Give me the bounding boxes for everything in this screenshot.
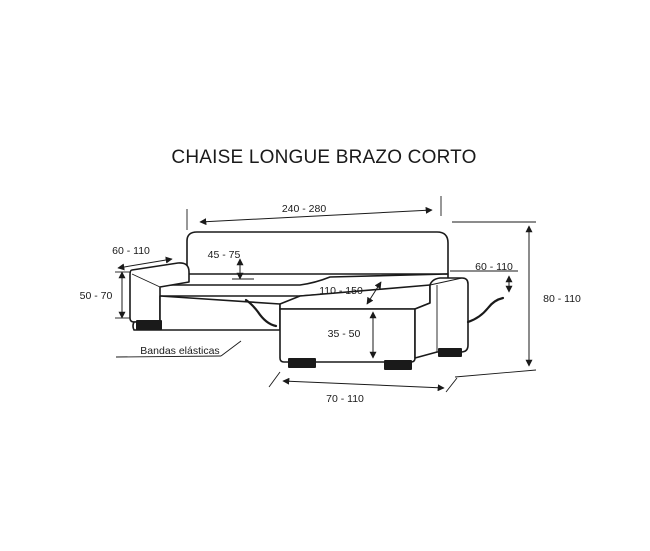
- foot-right: [438, 348, 462, 357]
- sofa-left-arm: [129, 262, 190, 323]
- label-arm-height-left: 50 - 70: [80, 290, 113, 302]
- dim-back-width: 240 - 280: [186, 196, 442, 230]
- elastic-band-left: [244, 298, 278, 328]
- sofa-front: [132, 295, 281, 331]
- dim-total-height: 80 - 110: [452, 221, 581, 378]
- dim-chaise-width: 70 - 110: [268, 371, 458, 405]
- label-elastic-bands: Bandas elásticas: [140, 345, 219, 357]
- elastic-bands-callout: Bandas elásticas: [115, 340, 242, 358]
- foot-left: [136, 320, 162, 330]
- foot-chaise-left: [288, 358, 316, 368]
- label-chaise-length: 110 - 150: [319, 285, 363, 297]
- dim-arm-width-right: 60 - 110: [450, 261, 518, 293]
- foot-chaise-right: [384, 360, 412, 370]
- dim-chaise-length: 110 - 150: [319, 281, 382, 305]
- dim-arm-height-left: 50 - 70: [80, 271, 130, 319]
- label-back-width: 240 - 280: [282, 203, 327, 215]
- dim-seat-height: 35 - 50: [328, 311, 377, 359]
- diagram-title: CHAISE LONGUE BRAZO CORTO: [171, 147, 476, 168]
- dim-seat-back-depth: 45 - 75: [208, 249, 254, 280]
- label-arm-width-right: 60 - 110: [475, 261, 513, 273]
- label-seat-back-depth: 45 - 75: [208, 249, 241, 261]
- label-total-height: 80 - 110: [543, 293, 581, 305]
- label-seat-height: 35 - 50: [328, 328, 361, 340]
- sofa-outline: [129, 231, 505, 370]
- dim-arm-width-left: 60 - 110: [112, 245, 173, 271]
- elastic-band-right: [466, 296, 505, 324]
- sofa-backrest: [186, 231, 449, 275]
- sofa-right-arm: [414, 277, 469, 359]
- label-chaise-width: 70 - 110: [326, 393, 364, 405]
- label-arm-width-left: 60 - 110: [112, 245, 150, 257]
